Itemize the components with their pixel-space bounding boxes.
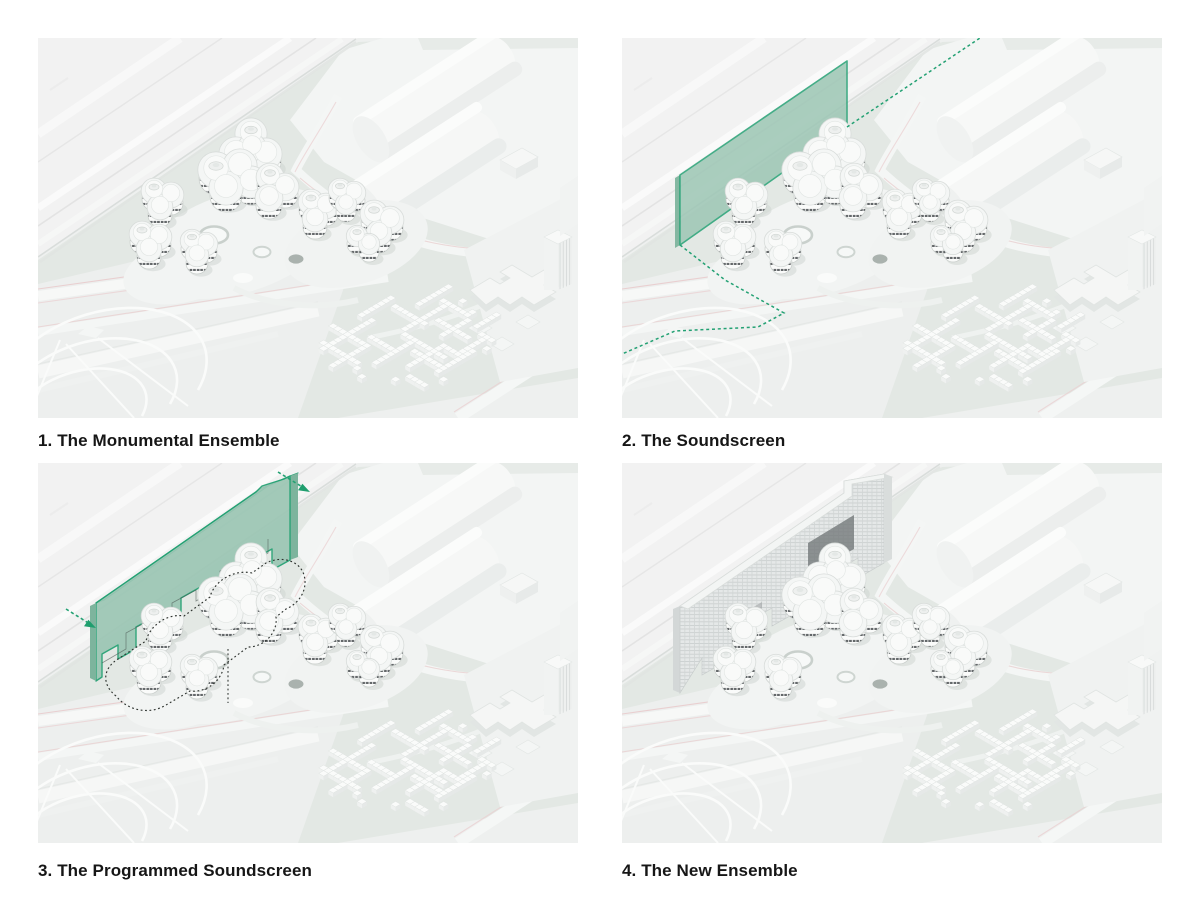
panel-caption: 2. The Soundscreen [622, 430, 786, 450]
panel-caption: 1. The Monumental Ensemble [38, 430, 280, 450]
panel-grid: 1. The Monumental Ensemble 2. The Sounds… [38, 38, 1162, 893]
axon-diagram-soundscreen [622, 38, 1162, 418]
panel-caption: 3. The Programmed Soundscreen [38, 861, 313, 880]
panel-caption: 4. The New Ensemble [622, 861, 798, 880]
axon-diagram-programmed-soundscreen [38, 463, 578, 843]
panel-new-ensemble: 4. The New Ensemble [622, 463, 1162, 893]
axon-diagram-monumental-ensemble [38, 38, 578, 418]
panel-soundscreen: 2. The Soundscreen [622, 38, 1162, 463]
panel-programmed-soundscreen: 3. The Programmed Soundscreen [38, 463, 578, 893]
axon-diagram-new-ensemble [622, 463, 1162, 843]
panel-monumental-ensemble: 1. The Monumental Ensemble [38, 38, 578, 463]
